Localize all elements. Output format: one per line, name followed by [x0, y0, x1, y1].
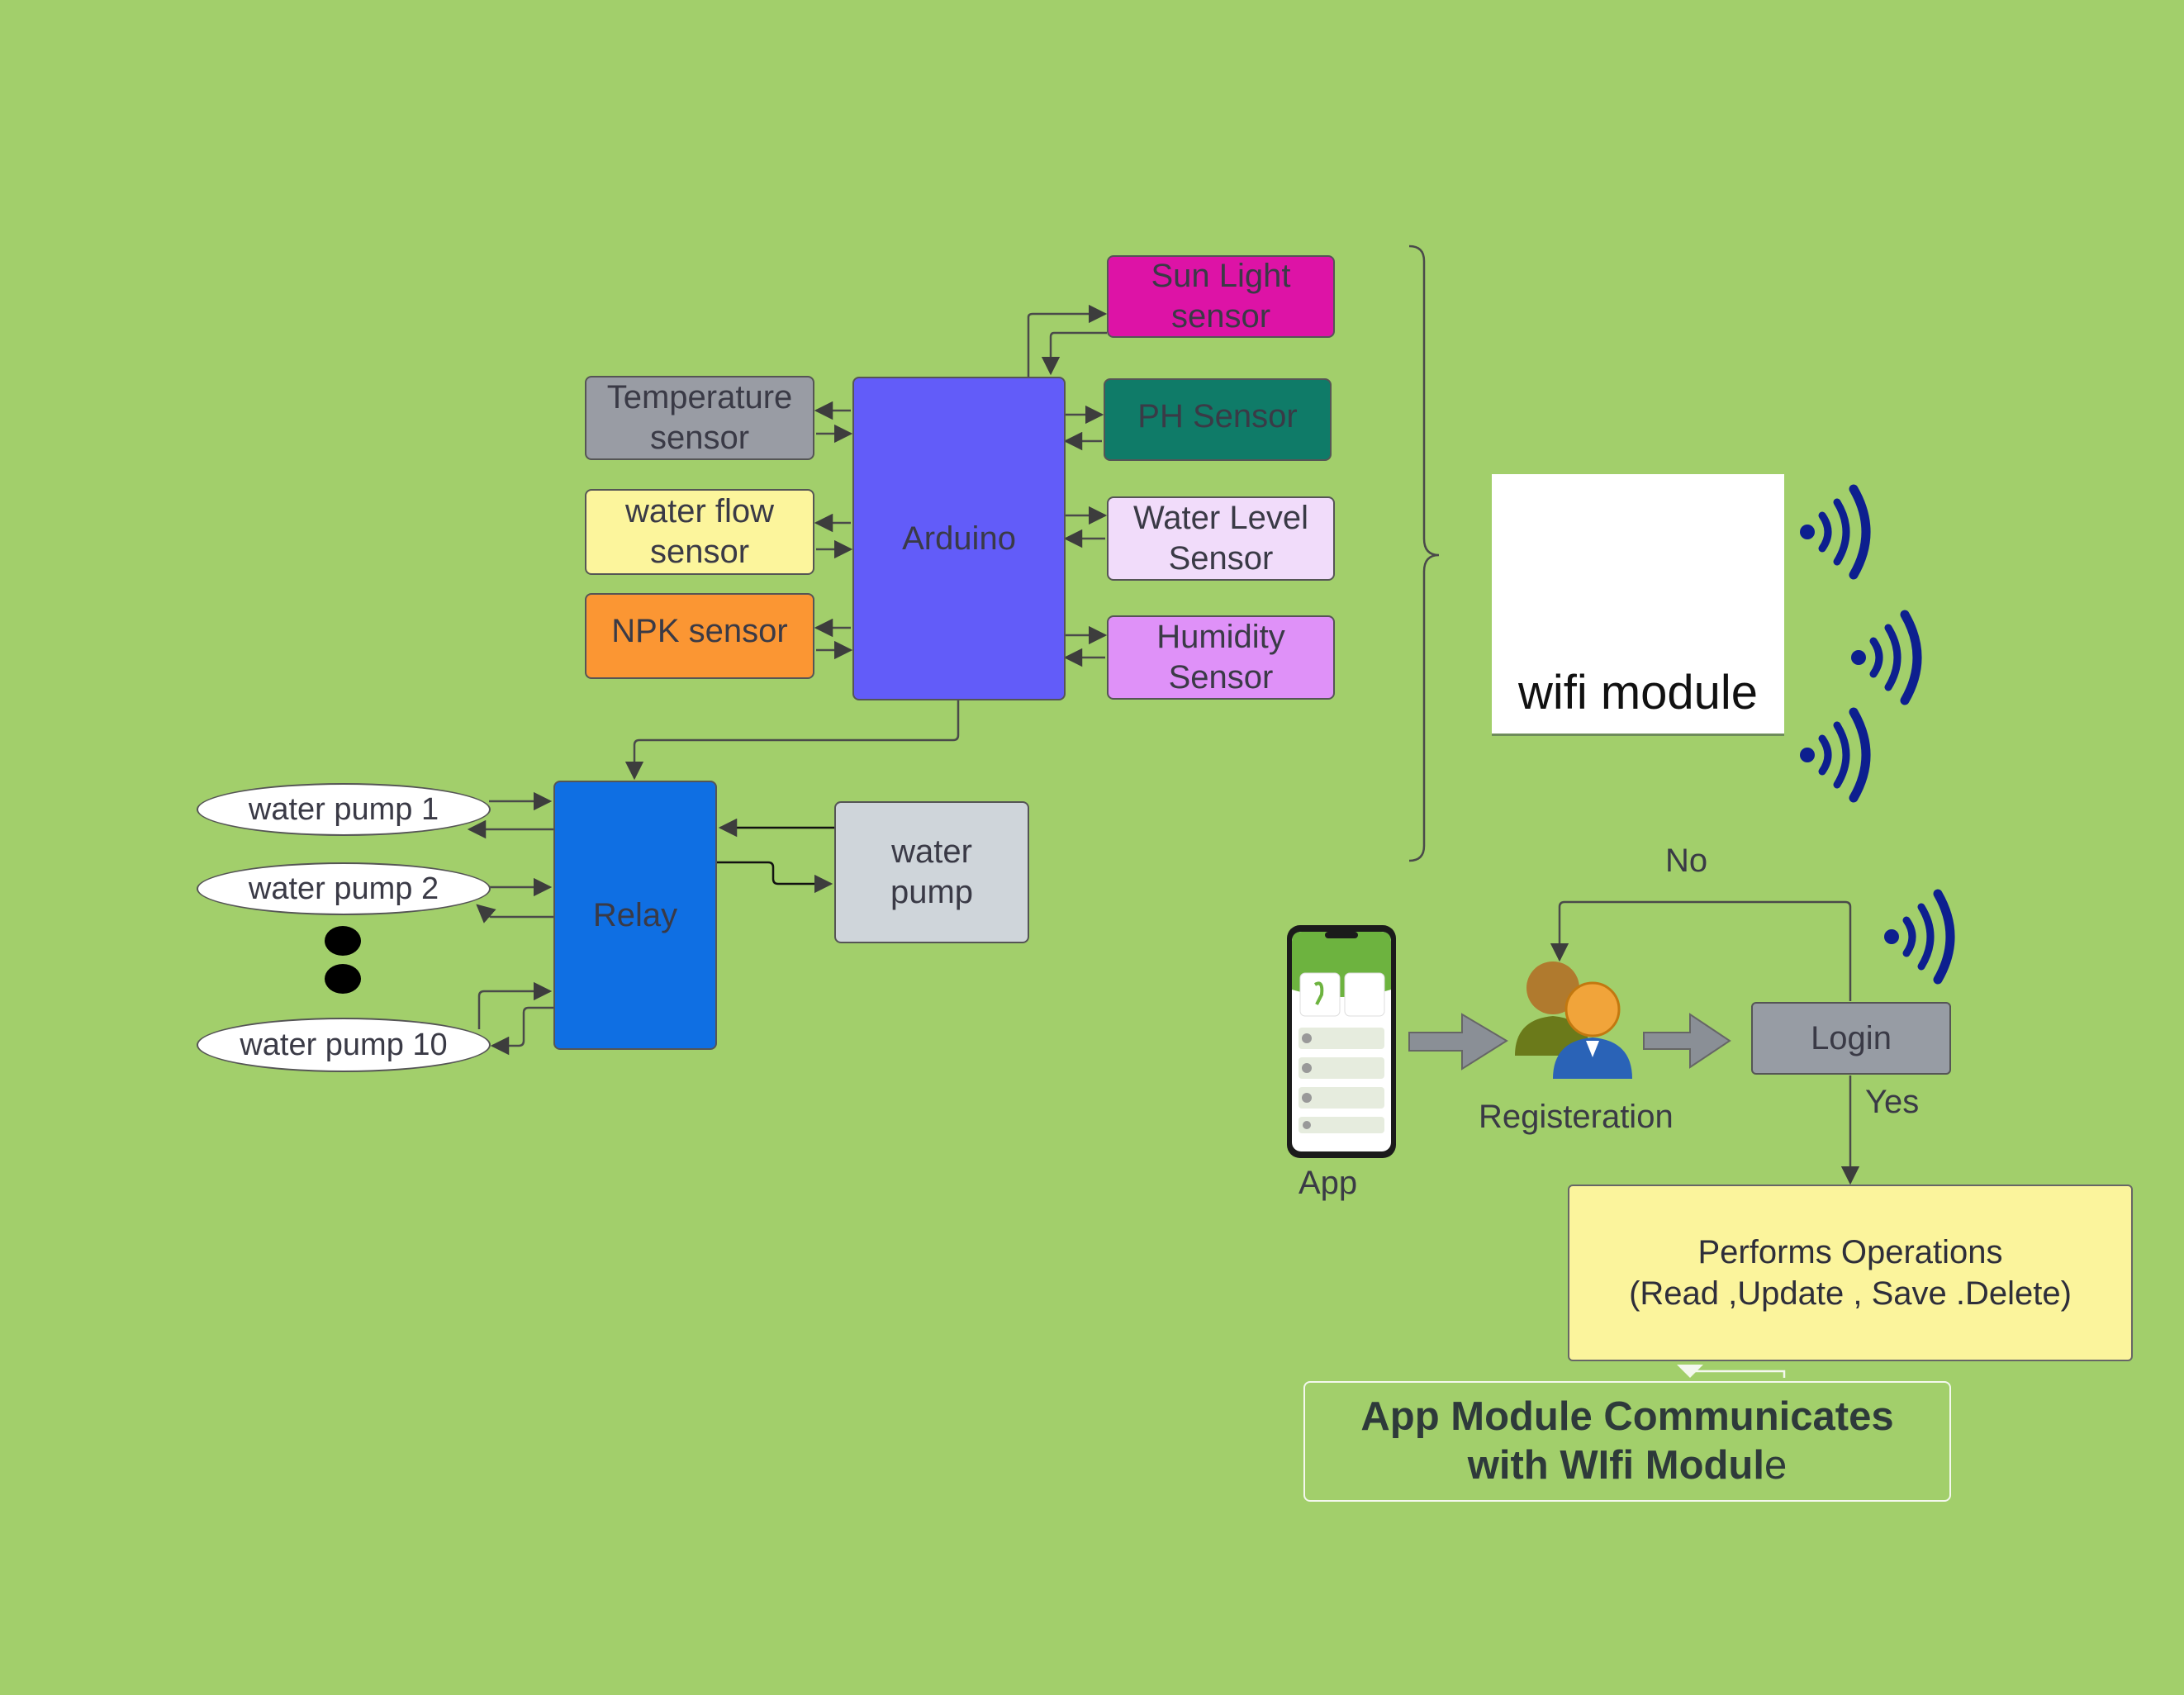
water-pump-1-label: water pump 1	[248, 791, 439, 827]
communication-line-2: with WIfi Module	[1468, 1441, 1788, 1490]
communication-line-2a: with WIfi Modul	[1467, 1443, 1764, 1488]
humidity-sensor-label: Humidity Sensor	[1156, 619, 1285, 696]
wifi-module-card: wifi module	[1492, 474, 1784, 734]
temperature-sensor-box: Temperature sensor	[585, 376, 814, 460]
wifi-wave-icon-3	[1800, 707, 1871, 803]
communication-box: App Module Communicates with WIfi Module	[1303, 1381, 1951, 1502]
yes-label: Yes	[1865, 1084, 1920, 1120]
relay-to-pump2-arrow	[476, 904, 553, 923]
registration-label: Registeration	[1479, 1099, 1674, 1135]
login-label: Login	[1811, 1019, 1892, 1056]
arduino-to-sunlight-arrow	[1027, 304, 1108, 377]
wifi-waves	[1800, 484, 1955, 985]
app-to-registration-arrow	[1408, 1013, 1508, 1071]
relay-label: Relay	[592, 896, 678, 933]
no-label: No	[1665, 843, 1708, 879]
water-flow-sensor-label: water flow sensor	[624, 493, 775, 570]
arduino-label: Arduino	[902, 520, 1016, 557]
system-brace	[1408, 245, 1440, 862]
relay-box: Relay	[553, 781, 717, 1050]
sunlight-sensor-label: Sun Light sensor	[1151, 258, 1291, 335]
water-pump-1-oval: water pump 1	[197, 783, 491, 836]
communication-line-2b: e	[1764, 1443, 1788, 1488]
login-box: Login	[1751, 1002, 1951, 1075]
users-icon	[1515, 961, 1632, 1079]
water-pump-box: water pump	[834, 801, 1029, 943]
ph-sensor-label: PH Sensor	[1137, 398, 1298, 434]
operations-detail: (Read ,Update , Save .Delete)	[1629, 1275, 2072, 1312]
wifi-wave-icon-2	[1851, 610, 1922, 705]
water-pump-2-oval: water pump 2	[197, 862, 491, 915]
arduino-to-relay-arrow	[624, 700, 960, 781]
app-label: App	[1299, 1165, 1358, 1201]
wifi-module-label: wifi module	[1517, 666, 1759, 719]
water-pump-10-oval: water pump 10	[197, 1018, 491, 1072]
ops-comm-arrowhead	[1677, 1365, 1703, 1378]
operations-title: Performs Operations	[1697, 1234, 2003, 1270]
operations-box: Performs Operations (Read ,Update , Save…	[1568, 1185, 2133, 1361]
ph-sensor-box: PH Sensor	[1104, 378, 1332, 461]
pump10-to-relay-arrow	[477, 981, 553, 1029]
ellipsis-dot-1	[325, 926, 361, 956]
relay-to-waterpump-arrow	[715, 861, 833, 894]
humidity-sensor-box: Humidity Sensor	[1107, 615, 1335, 700]
phone-icon	[1287, 925, 1396, 1158]
login-no-arrow	[1550, 900, 1852, 1001]
sunlight-to-arduino-arrow	[1041, 331, 1107, 376]
temperature-sensor-label: Temperature sensor	[606, 379, 793, 456]
water-pump-2-label: water pump 2	[248, 871, 439, 906]
wifi-wave-icon-4	[1884, 889, 1955, 985]
npk-sensor-label: NPK sensor	[611, 613, 788, 649]
registration-to-login-arrow	[1643, 1013, 1731, 1069]
sunlight-sensor-box: Sun Light sensor	[1107, 255, 1335, 338]
communication-line-1: App Module Communicates	[1360, 1394, 1894, 1440]
water-flow-sensor-box: water flow sensor	[585, 489, 814, 575]
arduino-box: Arduino	[852, 377, 1066, 700]
npk-sensor-box: NPK sensor	[585, 593, 814, 679]
water-pump-10-label: water pump 10	[240, 1027, 448, 1062]
wifi-wave-icon-1	[1800, 484, 1871, 580]
ops-comm-connector	[1695, 1370, 1786, 1378]
water-pump-label: water pump	[890, 833, 974, 910]
relay-to-pump10-arrow	[490, 1006, 553, 1056]
water-level-sensor-label: Water Level Sensor	[1133, 500, 1308, 577]
ellipsis-dot-2	[325, 964, 361, 994]
water-level-sensor-box: Water Level Sensor	[1107, 496, 1335, 581]
